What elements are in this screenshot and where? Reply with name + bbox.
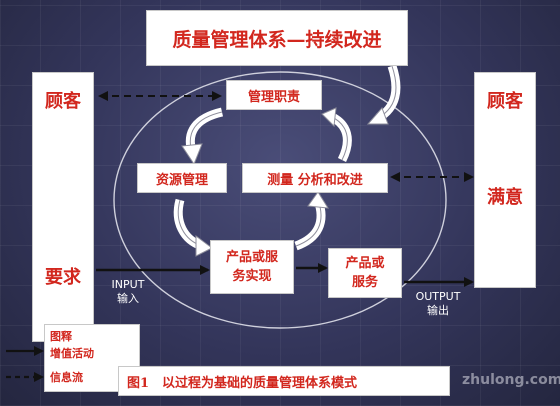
node-management-responsibility: 管理职责 <box>226 80 322 110</box>
legend-info-flow: 信息流 <box>50 371 83 384</box>
input-label: INPUT 输入 <box>98 278 158 306</box>
node-product-service: 产品或 服务 <box>328 248 402 298</box>
process-ellipse <box>113 71 447 329</box>
customer-requirement-panel: 顾客 要求 <box>32 72 94 342</box>
cycle-arrow-resource-to-realize <box>173 198 213 257</box>
cycle-arrow-realize-to-measure <box>294 191 329 251</box>
legend-value-activity: 增值活动 <box>50 347 94 360</box>
node-product-realization-line1: 产品或服 <box>225 250 278 265</box>
node-product-realization: 产品或服 务实现 <box>210 240 294 294</box>
cycle-arrow-title-to-mgmt <box>366 64 401 125</box>
node-measurement-analysis-improvement: 测量 分析和改进 <box>242 163 388 193</box>
watermark-logo: zhulong.com <box>462 372 560 388</box>
output-label-cn: 输出 <box>427 304 449 317</box>
node-product-realization-line2: 务实现 <box>232 269 272 284</box>
cycle-arrow-measure-to-mgmt <box>321 107 352 163</box>
output-label-en: OUTPUT <box>415 290 461 303</box>
input-label-en: INPUT <box>111 278 145 291</box>
node-resource-management: 资源管理 <box>137 163 227 193</box>
node-product-service-line2: 服务 <box>351 275 378 290</box>
legend-title: 图释 <box>50 330 72 343</box>
figure-caption: 图1 以过程为基础的质量管理体系模式 <box>118 366 450 396</box>
input-label-cn: 输入 <box>117 292 139 305</box>
page-title: 质量管理体系—持续改进 <box>146 10 408 66</box>
customer-label-left: 顾客 <box>45 91 81 112</box>
cycle-arrow-mgmt-to-resource <box>181 107 224 166</box>
requirement-label: 要求 <box>45 267 81 288</box>
customer-satisfaction-panel: 顾客 满意 <box>474 72 536 288</box>
satisfaction-label: 满意 <box>487 187 523 208</box>
output-label: OUTPUT 输出 <box>404 290 472 318</box>
node-product-service-line1: 产品或 <box>345 256 385 271</box>
customer-label-right: 顾客 <box>487 91 523 112</box>
